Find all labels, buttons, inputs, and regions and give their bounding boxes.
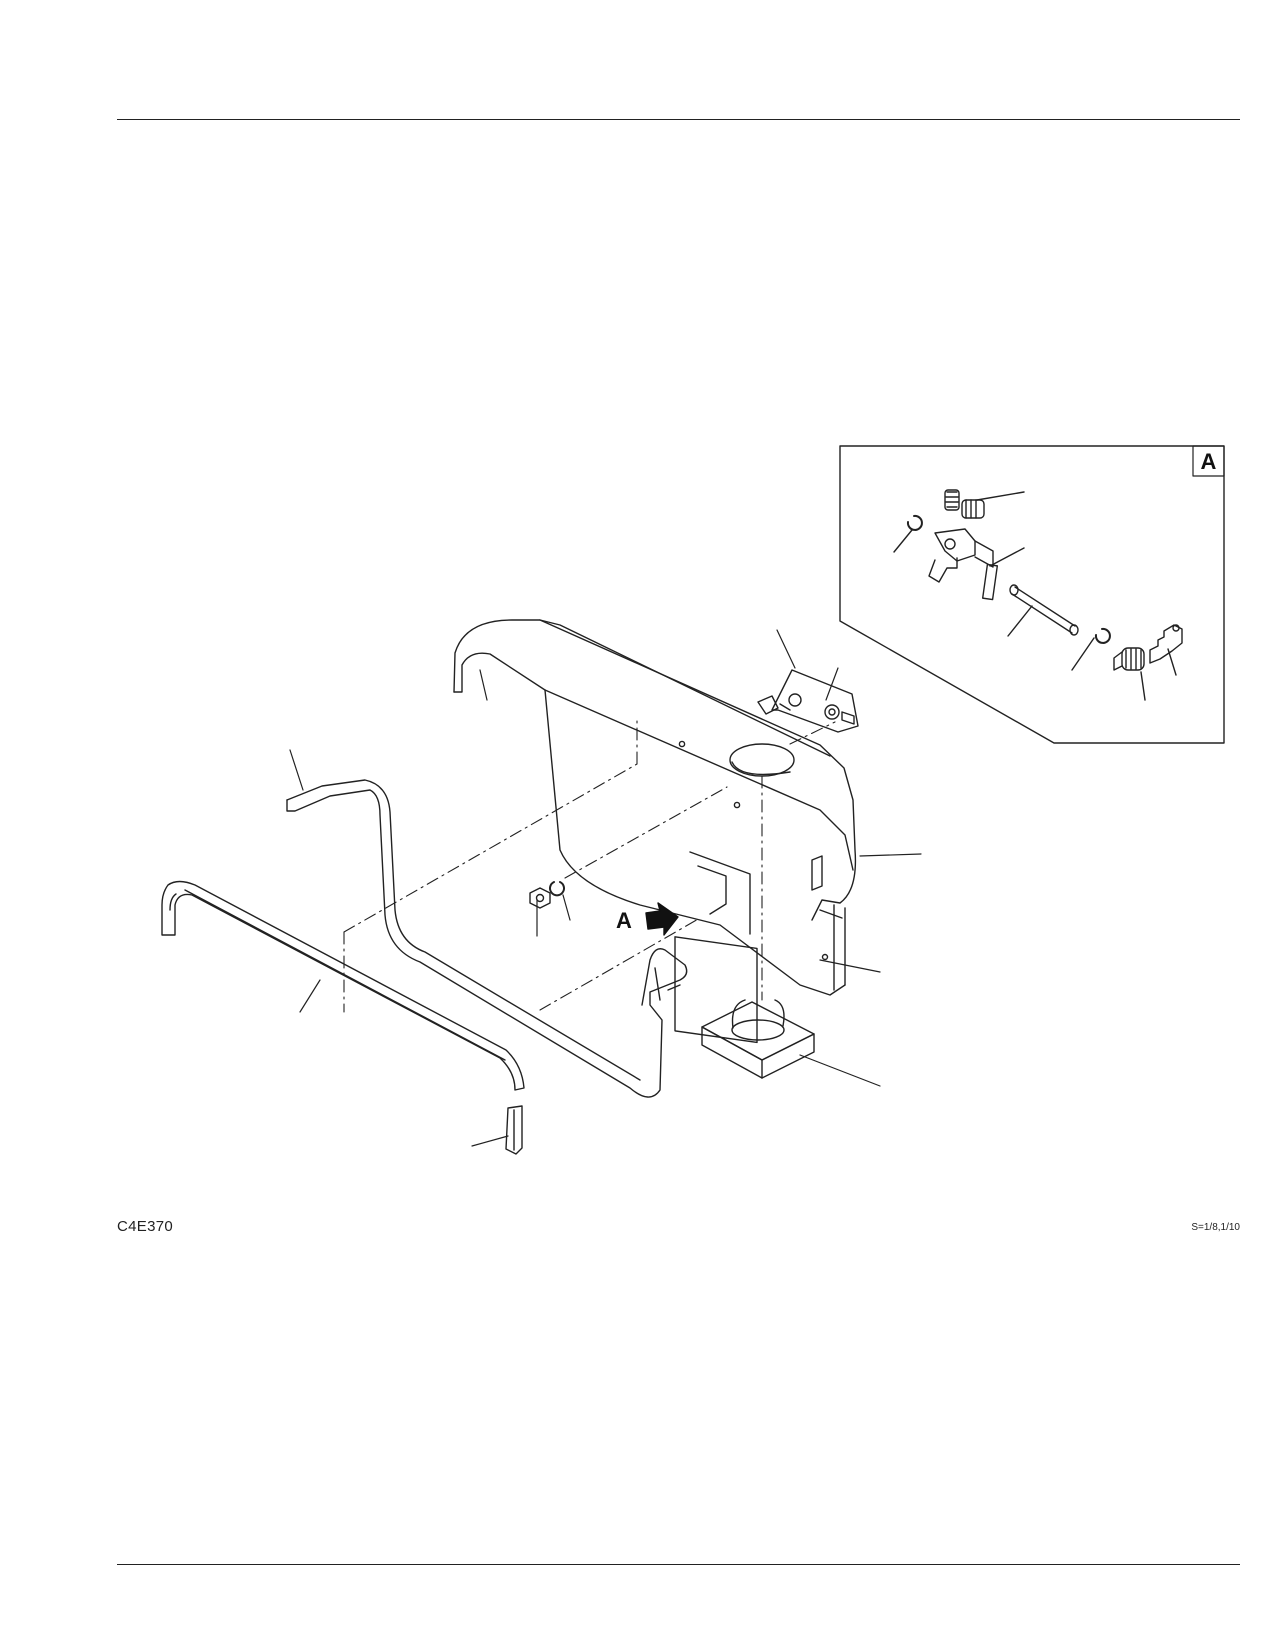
inset-border [839, 445, 1225, 744]
seal-strip-upper [286, 779, 688, 1098]
leader-line [893, 491, 1177, 701]
e-ring-right [1094, 627, 1111, 644]
inset-label: A [1201, 449, 1217, 474]
e-ring-left [906, 514, 923, 531]
seal-strip-lower [161, 880, 525, 1091]
assembly-lines [343, 719, 836, 1013]
latch-assembly [757, 669, 859, 733]
inset-label-box [1192, 445, 1225, 477]
cover-round-opening [729, 743, 795, 777]
view-marker-label: A [616, 908, 632, 933]
latch-lever [928, 528, 999, 601]
washer [549, 881, 565, 897]
nut [529, 887, 551, 909]
inset-detail-a: A [839, 445, 1225, 744]
scale-note: S=1/8,1/10 [1191, 1222, 1240, 1233]
latch-pin [1009, 584, 1079, 636]
footer-rule [117, 1564, 1240, 1565]
key [1149, 624, 1183, 664]
seal-strip-end [505, 1105, 523, 1155]
leader-line [289, 629, 922, 1147]
right-arrow-icon [645, 902, 679, 936]
header-rule [117, 119, 1240, 120]
spring-large [961, 499, 985, 519]
cover-housing [453, 619, 857, 1044]
figure-code: C4E370 [117, 1218, 174, 1235]
spring-small [944, 489, 960, 511]
key-cylinder [1113, 647, 1145, 671]
cup-holder [701, 999, 815, 1079]
